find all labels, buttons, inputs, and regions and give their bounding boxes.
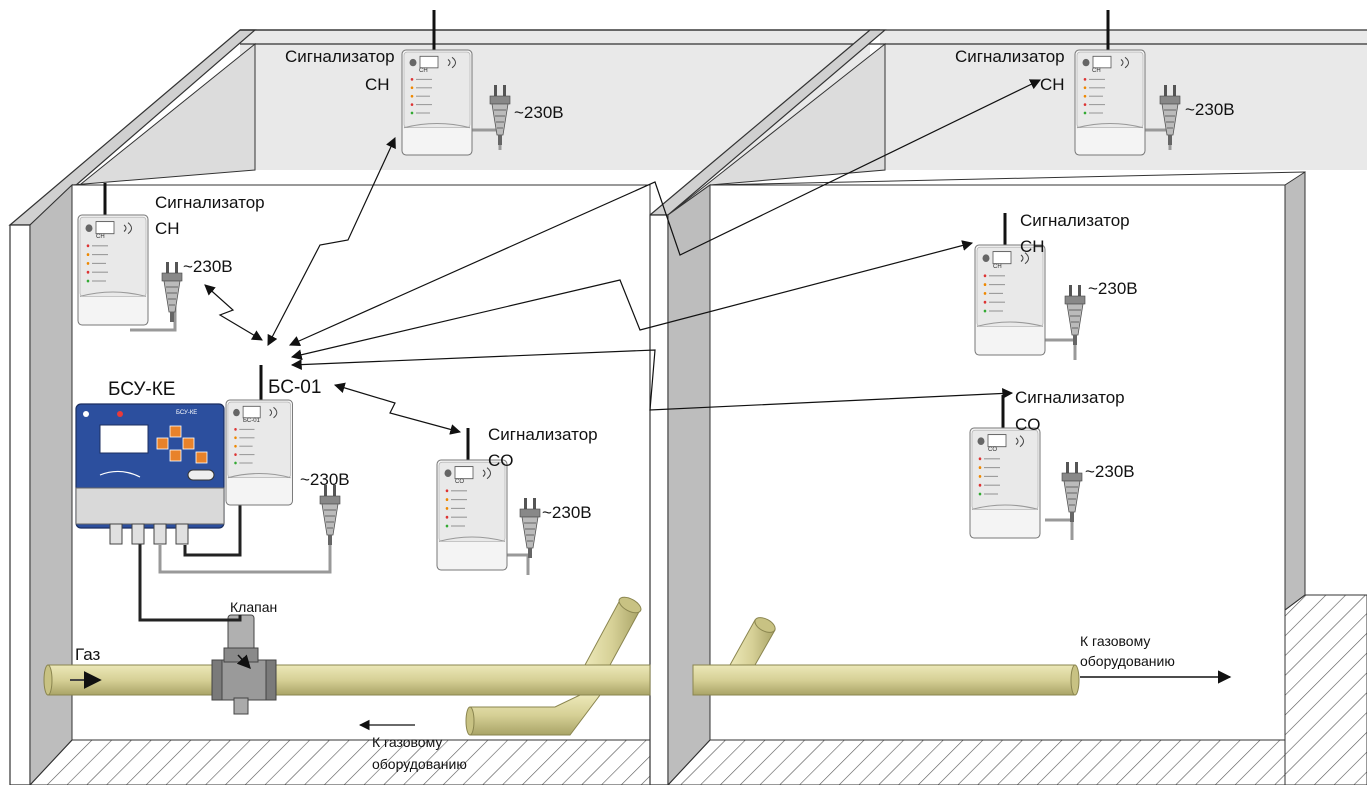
valve — [211, 614, 277, 715]
radio-links — [204, 79, 1232, 731]
label-signal-ch: Сигнализатор — [155, 193, 265, 212]
label-signal-ch: Сигнализатор — [285, 47, 395, 66]
detector-co-right: CO — [969, 427, 1083, 539]
label-to-gas-left-2: оборудованию — [372, 756, 467, 772]
detector-code: CH — [419, 68, 428, 74]
labels: Сигнализатор CH ~230В Сигнализатор CH ~2… — [75, 47, 1235, 772]
bs01-unit: БС-01 — [225, 399, 341, 546]
detector-code: CH — [96, 234, 105, 240]
label-signal-ch: Сигнализатор — [955, 47, 1065, 66]
label-power: ~230В — [1185, 100, 1235, 119]
label-power: ~230В — [514, 103, 564, 122]
label-gas: Газ — [75, 645, 101, 664]
left-wall-front — [9, 224, 31, 786]
label-bs01: БС-01 — [268, 377, 321, 398]
label-to-gas-left-1: К газовому — [372, 734, 442, 750]
label-co: CO — [488, 451, 514, 470]
label-valve: Клапан — [230, 599, 277, 615]
label-bsu: БСУ-КЕ — [108, 379, 175, 400]
label-power: ~230В — [542, 503, 592, 522]
label-co: CO — [1015, 415, 1041, 434]
label-power: ~230В — [1085, 462, 1135, 481]
label-signal-ch: Сигнализатор — [1020, 211, 1130, 230]
label-ch: CH — [1020, 237, 1045, 256]
detector-code: CH — [1092, 68, 1101, 74]
detector-ch-left: CH — [77, 214, 183, 326]
main-pipe-left — [47, 664, 651, 696]
floor-right — [666, 739, 1286, 786]
bs01-code: БС-01 — [243, 418, 261, 424]
label-to-gas-right-1: К газовому — [1080, 633, 1150, 649]
label-to-gas-right-2: оборудованию — [1080, 653, 1175, 669]
label-ch: CH — [155, 219, 180, 238]
detector-code: CH — [993, 264, 1002, 270]
label-signal-co: Сигнализатор — [488, 425, 598, 444]
gas-pipes — [43, 596, 1080, 736]
detector-co-left: CO — [436, 459, 541, 571]
label-power: ~230В — [300, 470, 350, 489]
detector-ch-top-left: CH — [401, 49, 511, 156]
label-ch: CH — [365, 75, 390, 94]
bsu-code: БСУ-КЕ — [176, 410, 197, 416]
bsu-ke-unit: БСУ-КЕ — [75, 403, 225, 545]
main-pipe-right — [692, 664, 1076, 696]
floor-left — [28, 739, 651, 786]
label-power: ~230В — [1088, 279, 1138, 298]
detector-code: CO — [455, 479, 464, 485]
label-ch: CH — [1040, 75, 1065, 94]
partition-front — [649, 214, 669, 786]
detector-ch-top-right: CH — [1074, 49, 1181, 156]
label-power: ~230В — [183, 257, 233, 276]
label-signal-co: Сигнализатор — [1015, 388, 1125, 407]
detector-code: CO — [988, 447, 997, 453]
